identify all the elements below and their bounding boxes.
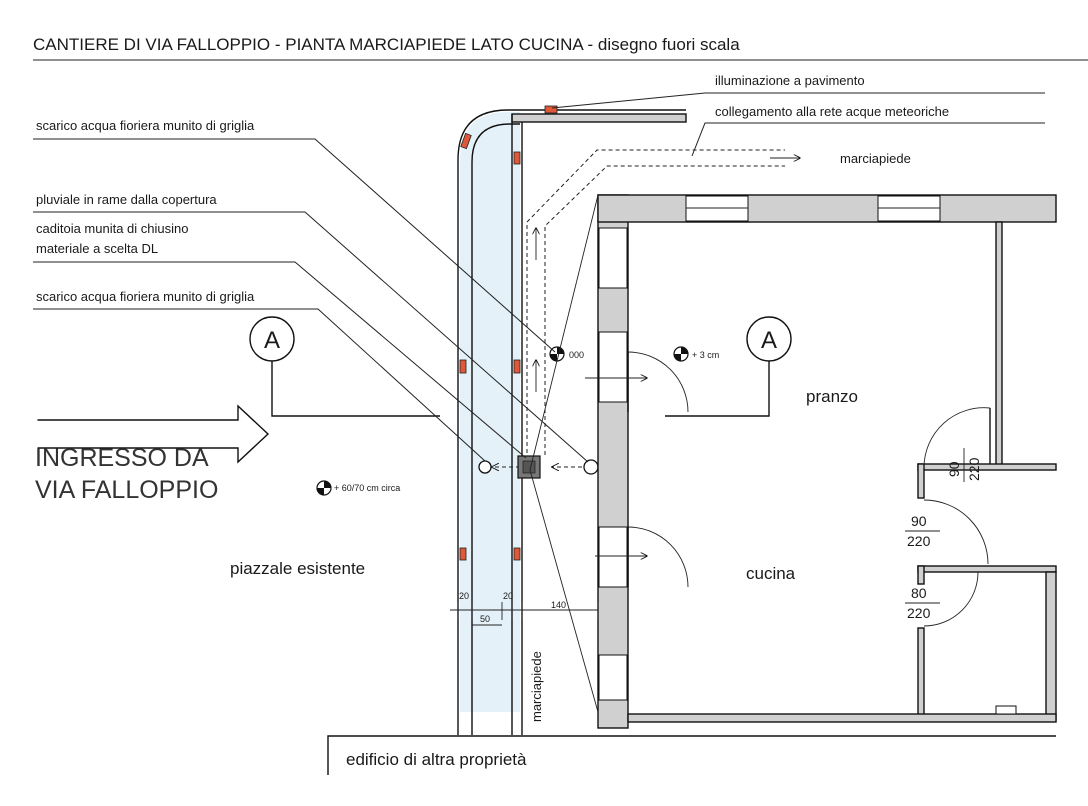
- entrance-label: INGRESSO DA: [35, 444, 209, 472]
- window-opening: [598, 526, 628, 588]
- leader-line: [33, 211, 589, 463]
- floor-light: [544, 105, 558, 114]
- floor-light: [513, 359, 521, 374]
- interior-wall: [917, 627, 925, 721]
- room-cucina: cucina: [746, 564, 796, 583]
- dimension-20a: 20: [459, 591, 469, 601]
- floor-light: [513, 547, 521, 561]
- wall-niche: [995, 705, 1017, 715]
- floor-light: [459, 547, 467, 561]
- door-swing: [627, 351, 689, 413]
- bottom-wall: [627, 713, 1057, 723]
- note-marciapiede-top: marciapiede: [840, 151, 911, 166]
- door-swing: [923, 407, 991, 469]
- interior-wall: [1045, 571, 1057, 721]
- level-interno: + 3 cm: [692, 350, 719, 360]
- note-caditoia-2: materiale a scelta DL: [36, 241, 158, 256]
- leader-line: [691, 122, 1045, 157]
- window-opening: [877, 195, 941, 222]
- door-height: 220: [907, 533, 931, 549]
- door-swing: [627, 526, 689, 588]
- note-scarico-1: scarico acqua fioriera munito di griglia: [36, 118, 255, 133]
- leader-line: [33, 308, 486, 462]
- leader-line: [551, 92, 1045, 109]
- note-collegamento: collegamento alla rete acque meteoriche: [715, 104, 949, 119]
- planter-inner-wall: [471, 123, 520, 735]
- section-cut-line: [271, 361, 440, 417]
- interior-wall: [917, 463, 925, 499]
- dimension-140: 140: [551, 600, 566, 610]
- gully-grate: [522, 460, 536, 474]
- drawing-title: CANTIERE DI VIA FALLOPPIO - PIANTA MARCI…: [33, 35, 740, 54]
- guide-line: [529, 469, 599, 713]
- dimension-50: 50: [480, 614, 490, 624]
- interior-wall: [995, 221, 1003, 468]
- level-marker-icon: [673, 346, 689, 362]
- window-opening: [598, 227, 628, 289]
- window-opening: [598, 331, 628, 403]
- note-scarico-2: scarico acqua fioriera munito di griglia: [36, 289, 255, 304]
- planter-outer-wall: [457, 109, 686, 735]
- door-height: 220: [907, 605, 931, 621]
- walkway-curb: [511, 113, 687, 123]
- downpipe-icon: [583, 459, 599, 475]
- floor-light: [513, 151, 521, 165]
- door-swing: [923, 499, 989, 565]
- window-opening: [685, 195, 749, 222]
- drain-route: [526, 149, 785, 460]
- area-piazzale: piazzale esistente: [230, 559, 365, 578]
- level-marker-icon: [316, 480, 332, 496]
- level-piazzale: + 60/70 cm circa: [334, 483, 400, 493]
- floor-light: [459, 359, 467, 374]
- neighbor-building-outline: [327, 735, 1056, 775]
- section-cut-line: [665, 361, 770, 417]
- note-pluviale: pluviale in rame dalla copertura: [36, 192, 217, 207]
- note-illuminazione: illuminazione a pavimento: [715, 73, 865, 88]
- leader-line: [33, 138, 556, 353]
- entrance-label: VIA FALLOPPIO: [35, 476, 218, 504]
- guide-line: [529, 194, 599, 471]
- area-edificio: edificio di altra proprietà: [346, 750, 527, 769]
- note-caditoia-1: caditoia munita di chiusino: [36, 221, 188, 236]
- drain-route: [544, 165, 785, 455]
- door-width: 90: [946, 461, 962, 477]
- interior-wall: [917, 565, 1057, 573]
- entrance-arrow: [36, 404, 270, 464]
- level-marciapiede: 000: [569, 350, 584, 360]
- door-height: 220: [966, 457, 982, 481]
- planter-area: [460, 112, 520, 712]
- window-opening: [598, 654, 628, 701]
- room-pranzo: pranzo: [806, 387, 858, 406]
- planter-drain-icon: [478, 460, 492, 474]
- door-width: 80: [911, 585, 927, 601]
- door-width: 90: [911, 513, 927, 529]
- door-swing: [923, 571, 979, 627]
- section-marker-label: A: [264, 327, 280, 354]
- interior-wall: [917, 463, 1057, 471]
- dimension-20b: 20: [503, 591, 513, 601]
- interior-wall: [917, 565, 925, 585]
- leader-line: [33, 261, 527, 459]
- top-wall: [597, 194, 1057, 223]
- section-marker-label: A: [761, 327, 777, 354]
- area-marciapiede-vertical: marciapiede: [529, 651, 544, 722]
- floor-light: [460, 132, 472, 150]
